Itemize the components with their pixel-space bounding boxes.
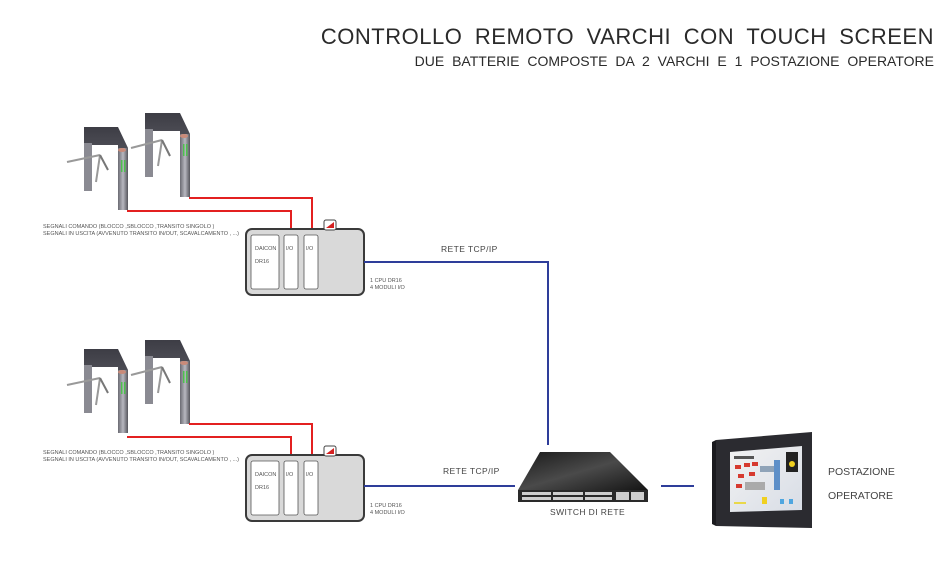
controller-dr16: DAICON DR16 I/O I/O [245,445,365,522]
controller-info-modules: 4 MODULI I/O [370,285,406,291]
io-module [303,234,319,290]
signal-wire [127,436,292,455]
touch-screen-panel-icon [712,432,812,528]
controller-dr16: DAICON DR16 I/O I/O [245,219,365,296]
signals-command-text: SEGNALI COMANDO (BLOCCO ,SBLOCCO ,TRANSI… [43,224,215,230]
signal-wire [189,197,313,230]
io-label: I/O [306,246,314,252]
switch-label: SWITCH DI RETE [550,507,625,517]
led-indicator-icon [323,445,337,457]
turnstile-icon [66,349,128,433]
operator-station-label-line2: OPERATORE [828,490,893,502]
cpu-module [250,234,280,290]
cpu-label: DAICON [255,246,276,252]
io-module [283,234,299,290]
signal-wire [127,210,292,230]
signals-output-text: SEGNALI IN USCITA (AVVENUTO TRANSITO IN/… [43,457,239,463]
signal-wire [189,423,313,455]
cpu-label: DAICON [255,472,276,478]
turnstile-icon [130,340,190,424]
battery-1: SEGNALI COMANDO (BLOCCO ,SBLOCCO ,TRANSI… [43,113,549,445]
controller-info-cpu: 1 CPU DR16 [370,278,402,284]
diagram-title: CONTROLLO REMOTO VARCHI CON TOUCH SCREEN [320,24,934,49]
diagram-subtitle: DUE BATTERIE COMPOSTE DA 2 VARCHI E 1 PO… [414,53,934,69]
cpu-model-label: DR16 [255,259,269,265]
io-label: I/O [286,472,294,478]
network-label: RETE TCP/IP [441,244,498,254]
io-label: I/O [306,472,314,478]
controller-info-cpu: 1 CPU DR16 [370,503,402,509]
cpu-model-label: DR16 [255,485,269,491]
io-label: I/O [286,246,294,252]
turnstile-icon [66,127,128,210]
cpu-module [250,460,280,516]
signals-command-text: SEGNALI COMANDO (BLOCCO ,SBLOCCO ,TRANSI… [43,450,215,456]
network-label: RETE TCP/IP [443,466,500,476]
network-wire [364,261,549,445]
network-switch-icon [518,452,648,502]
battery-2: SEGNALI COMANDO (BLOCCO ,SBLOCCO ,TRANSI… [43,340,515,522]
io-module [303,460,319,516]
turnstile-icon [130,113,190,197]
controller-info-modules: 4 MODULI I/O [370,510,406,516]
io-module [283,460,299,516]
signals-output-text: SEGNALI IN USCITA (AVVENUTO TRANSITO IN/… [43,231,239,237]
led-indicator-icon [323,219,337,231]
operator-station-label-line1: POSTAZIONE [828,466,895,478]
